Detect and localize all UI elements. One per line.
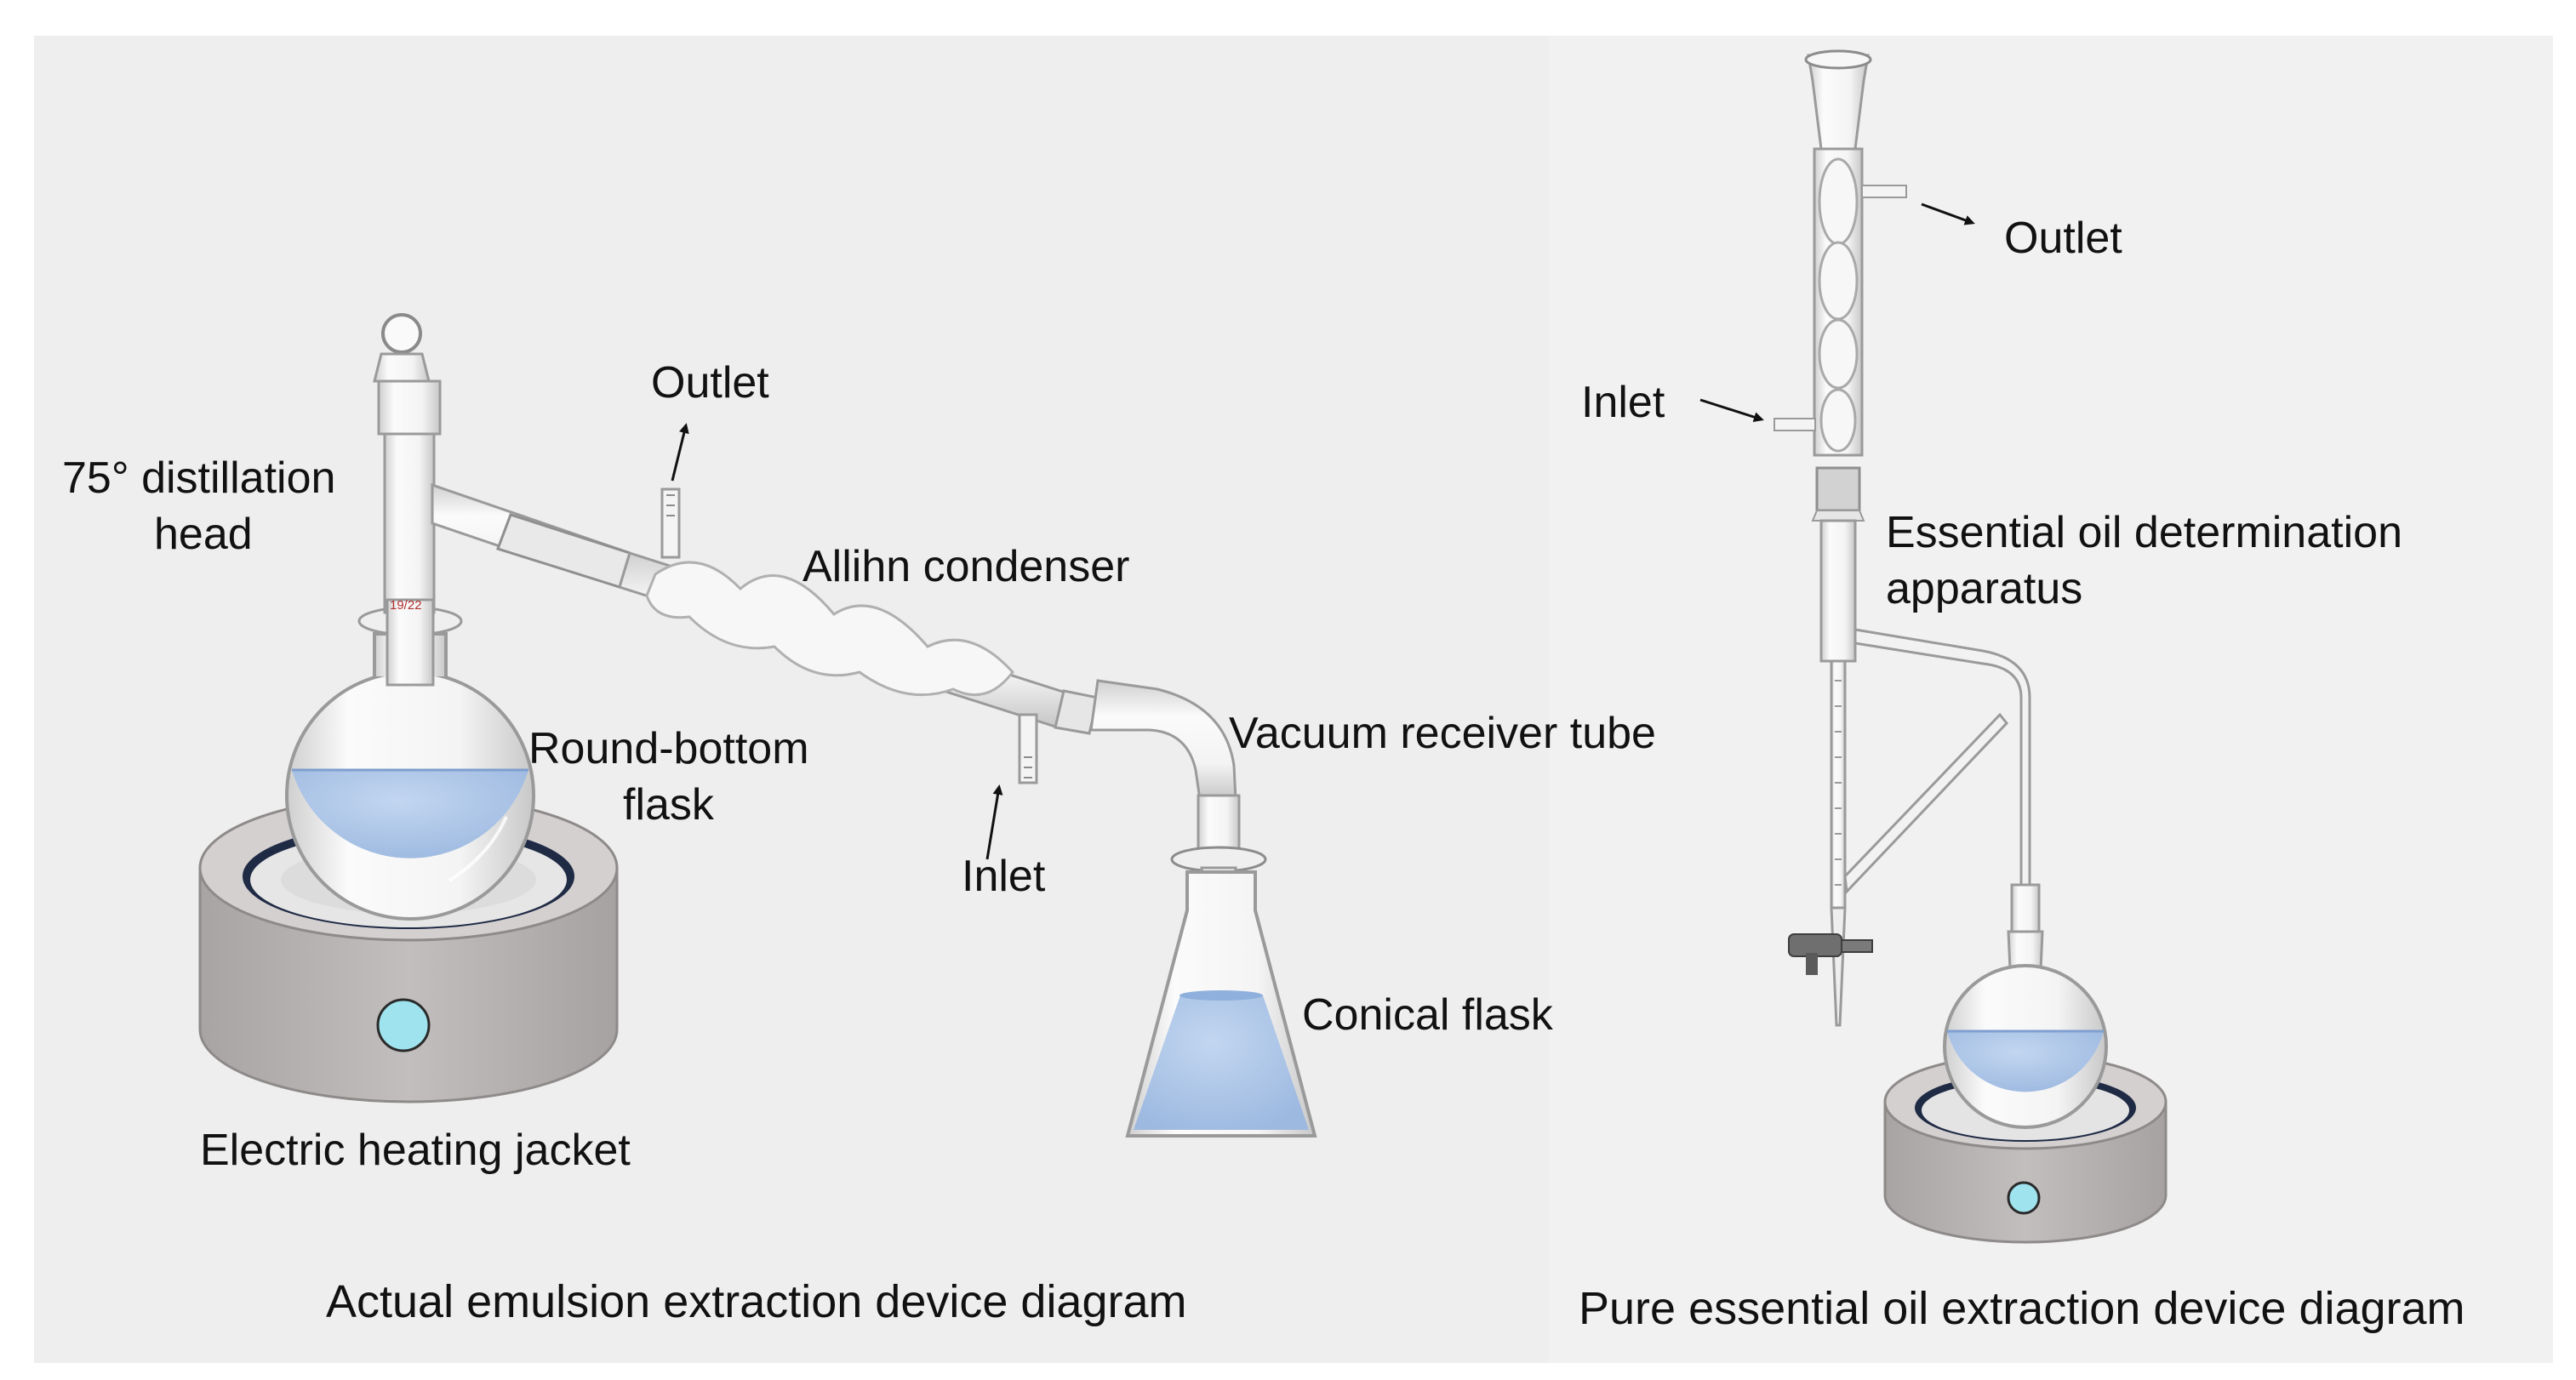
- label-vacuum-receiver-tube: Vacuum receiver tube: [1229, 709, 1656, 758]
- label-determination-line2: apparatus: [1886, 564, 2083, 613]
- label-right-outlet: Outlet: [2004, 214, 2122, 263]
- left-inlet-arrow: [985, 784, 1003, 860]
- indicator-light: [376, 998, 431, 1052]
- conical-flask: [1125, 870, 1317, 1138]
- right-inlet-arrow: [1699, 398, 1764, 422]
- right-allihn-condenser: [1773, 49, 1907, 457]
- label-left-outlet: Outlet: [651, 358, 769, 408]
- label-determination-line1: Essential oil determination: [1886, 508, 2402, 557]
- right-caption: Pure essential oil extraction device dia…: [1579, 1283, 2465, 1334]
- right-outlet-nozzle: [1861, 185, 1907, 198]
- joint-mark: 19/22: [390, 598, 422, 613]
- left-caption: Actual emulsion extraction device diagra…: [326, 1276, 1187, 1327]
- left-panel-background: [34, 36, 1549, 1363]
- left-condenser-outlet-nozzle: [660, 488, 681, 559]
- right-indicator-light: [2007, 1181, 2041, 1215]
- label-heating-jacket: Electric heating jacket: [200, 1126, 631, 1175]
- left-condenser-inlet-nozzle: [1018, 713, 1038, 784]
- left-outlet-arrow: [671, 423, 689, 482]
- essential-oil-determination-apparatus: [1788, 466, 2041, 1027]
- allihn-condenser: [496, 488, 1100, 784]
- label-distillation-head-line2: head: [154, 510, 253, 559]
- label-right-inlet: Inlet: [1581, 378, 1665, 427]
- label-round-bottom-line2: flask: [623, 780, 714, 830]
- right-inlet-nozzle: [1773, 418, 1816, 431]
- right-round-bottom-flask: [1943, 930, 2108, 1129]
- label-left-inlet: Inlet: [962, 852, 1046, 901]
- round-bottom-flask: [285, 606, 535, 921]
- right-outlet-arrow: [1921, 202, 1975, 225]
- label-distillation-head-line1: 75° distillation: [62, 453, 336, 503]
- label-conical-flask: Conical flask: [1302, 990, 1553, 1040]
- label-allihn-condenser: Allihn condenser: [803, 542, 1130, 591]
- label-round-bottom-line1: Round-bottom: [528, 724, 809, 773]
- stopcock: [1788, 933, 1873, 975]
